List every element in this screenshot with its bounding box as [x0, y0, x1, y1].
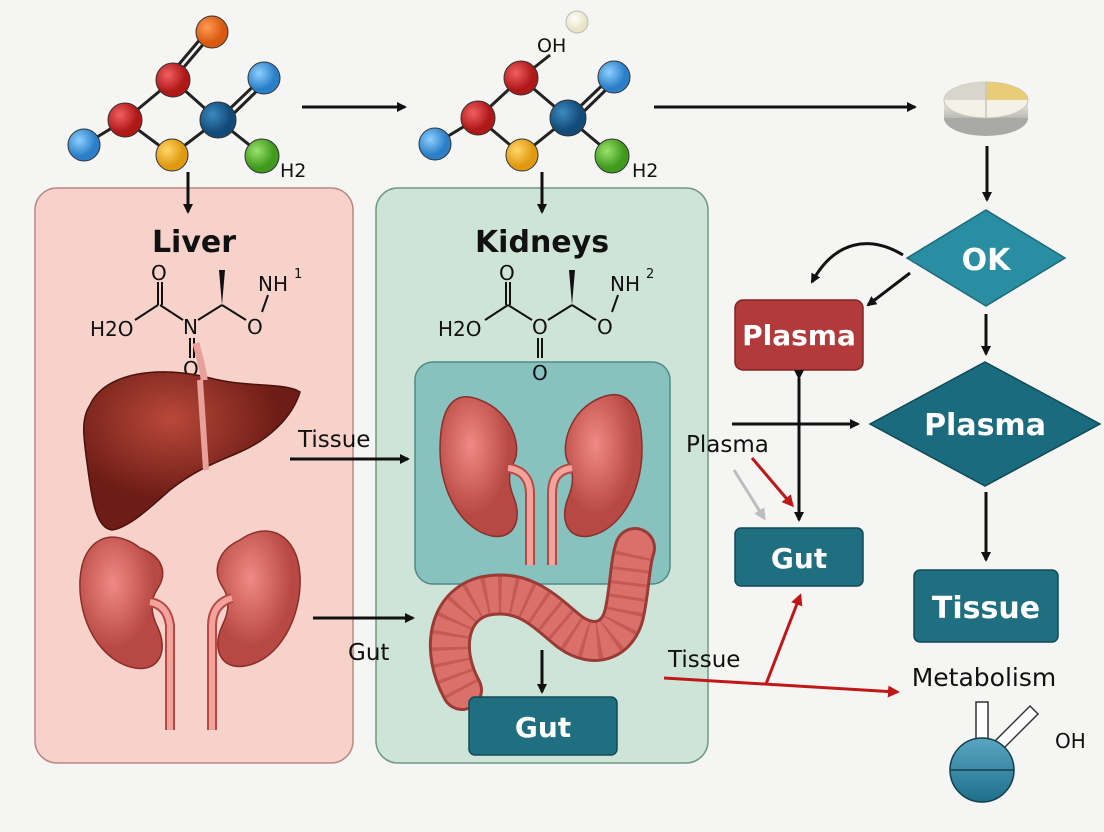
liver-chem-wedge [219, 270, 225, 305]
ok-diamond-label: OK [962, 243, 1013, 278]
gut-right-label: Gut [771, 542, 827, 575]
liver-chem-o2: O [247, 315, 263, 339]
liver-chem-h2o: H2O [90, 317, 134, 341]
plasma-mid-label: Plasma [686, 432, 769, 458]
liver-panel [34, 187, 354, 764]
liver-title: Liver [152, 225, 236, 260]
liver-panel-right-kidney [207, 530, 301, 730]
liver-chem-o1: O [151, 261, 167, 285]
molecule-left-h2: H2 [280, 160, 306, 182]
intestine-organ [428, 527, 656, 711]
ok-diamond[interactable] [905, 209, 1067, 307]
kidneys-panel-left-kidney [439, 396, 535, 565]
kidneys-chem-o1: O [499, 261, 515, 285]
kidneys-title: Kidneys [475, 225, 609, 260]
kidneys-chem-bonds [484, 282, 619, 358]
arrow-tissue-red-horizontal [663, 676, 900, 698]
gut-bottom-box[interactable] [468, 696, 618, 756]
plasma-diamond[interactable] [868, 361, 1102, 487]
gut-right-box[interactable] [734, 527, 864, 587]
molecule-middle-atoms [418, 60, 631, 174]
hydroxyl-bead [565, 10, 589, 34]
molecule-middle-oh: OH [537, 35, 566, 57]
kidneys-chem-o2: O [532, 315, 548, 339]
arrow-plasma-red [750, 457, 794, 508]
arrow-tissue-red-up [764, 593, 803, 685]
arrow-ok-to-plasma [866, 271, 911, 307]
kidneys-chem-o3: O [597, 315, 613, 339]
arrow-ok-curve-to-plasma [810, 242, 904, 284]
liver-chem-nh: NH [258, 272, 288, 296]
kidneys-chem-nh-sup: 2 [646, 267, 654, 282]
plasma-red-label: Plasma [742, 319, 856, 352]
molecule-middle-h2: H2 [632, 160, 658, 182]
kidneys-chem-o4: O [532, 361, 548, 385]
kidneys-panel-right-kidney [547, 394, 643, 565]
gut-left-label: Gut [348, 640, 389, 666]
tissue-mid-label: Tissue [667, 647, 740, 673]
liver-organ [82, 342, 301, 531]
tissue-left-label: Tissue [297, 427, 370, 453]
flask-icon [949, 701, 1040, 803]
pill-icon [943, 81, 1029, 136]
plasma-diamond-label: Plasma [924, 408, 1046, 443]
kidneys-chem-h2o: H2O [438, 317, 482, 341]
liver-chem-nh-sup: 1 [294, 267, 302, 282]
kidneys-chem-nh: NH [610, 272, 640, 296]
molecule-left-atoms [67, 15, 281, 174]
gut-bottom-label: Gut [515, 711, 571, 744]
arrow-plasma-gray [732, 469, 766, 521]
kidneys-chem-wedge [569, 270, 575, 305]
liver-chem-n: N [183, 315, 198, 339]
tissue-box[interactable] [913, 569, 1059, 643]
oh-label: OH [1055, 729, 1086, 753]
metabolism-label: Metabolism [912, 663, 1057, 692]
liver-panel-left-kidney [79, 536, 175, 730]
tissue-box-label: Tissue [932, 591, 1040, 626]
